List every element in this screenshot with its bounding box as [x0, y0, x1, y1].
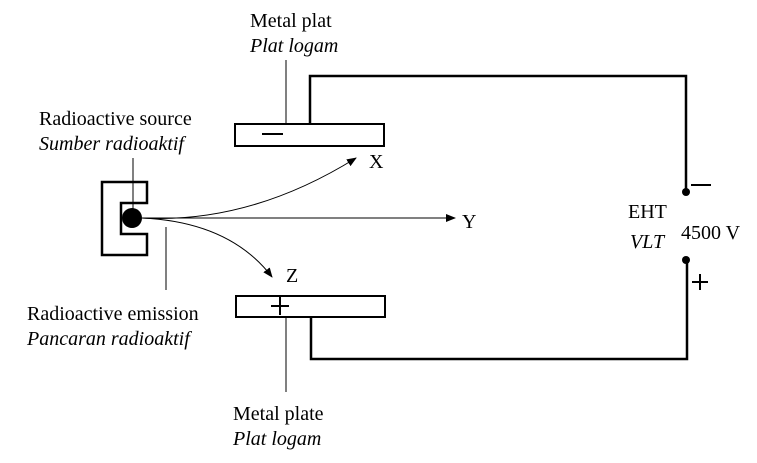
bottom-circuit-wire — [309, 260, 689, 361]
bottom-plate-positive-sign — [271, 297, 289, 315]
eht-label: EHT — [628, 201, 667, 223]
ray-x-path — [141, 157, 357, 219]
top-plate-label-malay: Plat logam — [249, 35, 338, 57]
top-circuit-wire — [308, 74, 688, 192]
bottom-terminal-dot — [682, 256, 690, 264]
source-label-english: Radioactive source — [39, 108, 192, 130]
source-label-malay: Sumber radioaktif — [39, 133, 186, 155]
source-holder — [100, 180, 149, 257]
vlt-label: VLT — [630, 231, 666, 253]
top-plate-label-english: Metal plat — [250, 10, 332, 32]
top-metal-plate — [234, 123, 385, 147]
bottom-terminal-positive-sign — [692, 274, 708, 290]
emission-label-english: Radioactive emission — [27, 303, 199, 325]
bottom-plate-label-malay: Plat logam — [232, 428, 321, 450]
voltage-label: 4500 V — [681, 222, 741, 244]
ray-z-path — [141, 217, 273, 278]
ray-y-label: Y — [462, 211, 476, 233]
top-terminal-dot — [682, 188, 690, 196]
bottom-metal-plate — [235, 295, 386, 318]
radioactive-source-ball — [122, 208, 142, 228]
ray-x-label: X — [369, 151, 384, 173]
ray-z-label: Z — [286, 265, 298, 287]
bottom-plate-label-english: Metal plate — [233, 403, 324, 425]
emission-label-malay: Pancaran radioaktif — [26, 328, 192, 350]
